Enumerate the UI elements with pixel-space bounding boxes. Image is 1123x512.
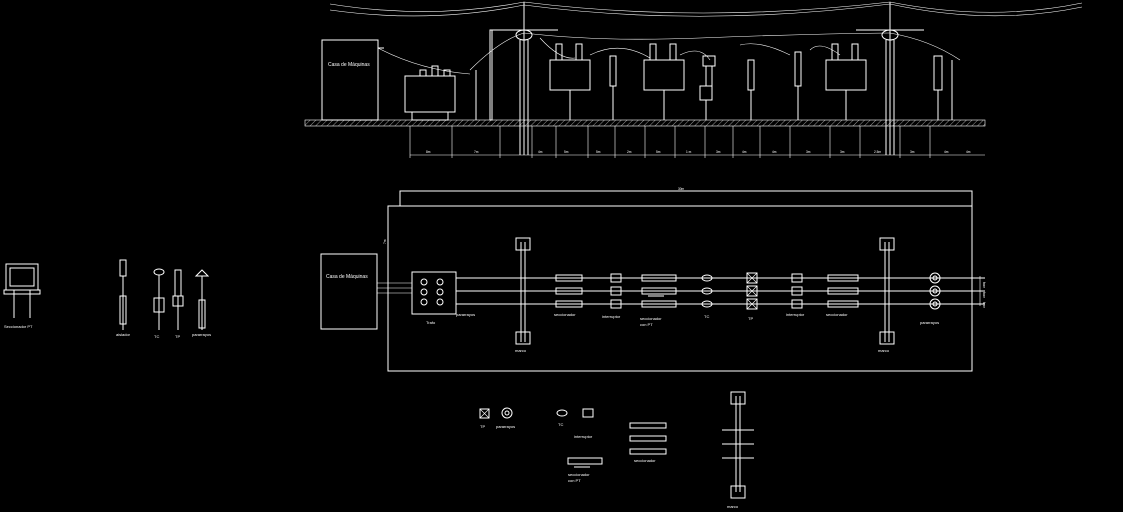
plan-seccionador-pt-1-label: seccionador	[640, 316, 662, 321]
plan-marco-right: marco	[878, 237, 895, 353]
overhead-lines	[329, 1, 1083, 75]
plan-pararrayos-2-label: pararrayos	[920, 320, 939, 325]
plan-trafo-label: Trafo	[426, 320, 436, 325]
legend-tc: TC	[153, 268, 165, 339]
legend-bottom-tp: TP	[479, 408, 490, 429]
plan-top-strip	[399, 190, 973, 207]
plan-house	[320, 253, 378, 330]
plan-pararrayos-1-label: pararrayos	[456, 312, 475, 317]
elev-dim-7: 1 m	[686, 150, 692, 154]
elev-dim-14: 3m	[910, 150, 915, 154]
elev-dim-13: 2.5m	[874, 150, 881, 154]
plan-side-dim: 7m	[383, 239, 387, 244]
elev-dim-12: 3m	[840, 150, 845, 154]
plan-transformer: Trafo	[411, 271, 457, 325]
legend-tc-label: TC	[154, 334, 159, 339]
legend-bottom-seccionador-pt-1-label: seccionador	[568, 472, 590, 477]
elevation-transformer	[404, 65, 456, 121]
plan-phase-labels: fase fase fase	[979, 276, 986, 308]
legend-bottom-interruptor-label: interruptor	[574, 434, 593, 439]
ground-line	[304, 119, 986, 127]
legend-bottom-tc: TC	[556, 409, 568, 427]
legend-bottom-seccionador: seccionador	[629, 422, 667, 463]
elev-dim-0: 8m	[426, 150, 431, 154]
legend-bottom-marco-label: marco	[727, 504, 739, 509]
tower-left	[490, 2, 558, 155]
legend-bottom-tc-label: TC	[558, 422, 563, 427]
legend-bottom: TP pararrayos TC interruptor seccionador…	[479, 391, 754, 509]
legend-aislador: aislador	[116, 259, 131, 337]
elev-dim-15: 4m	[944, 150, 949, 154]
legend-bottom-seccionador-pt: seccionador con PT	[567, 457, 603, 483]
elevation-view: Casa de Máquinas	[304, 1, 1083, 158]
elev-dim-3: 5m	[564, 150, 569, 154]
legend-bottom-pararrayos: pararrayos	[496, 407, 515, 429]
plan-house-label: Casa de Máquinas	[326, 274, 368, 280]
tower-right	[856, 2, 924, 155]
legend-bottom-interruptor: interruptor	[574, 408, 594, 439]
plan-marco-2-label: marco	[878, 348, 890, 353]
phase-label-2: fase	[982, 302, 986, 308]
phase-label-1: fase	[982, 292, 986, 298]
plan-marco-1-label: marco	[515, 348, 527, 353]
phase-label-0: fase	[982, 282, 986, 288]
elev-dim-5: 2m	[627, 150, 632, 154]
elev-dim-6: 5m	[656, 150, 661, 154]
plan-interruptor-2-label: interruptor	[786, 312, 805, 317]
elevation-dimension-row: 8m 7m 4m 5m 5m 2m 5m 1 m 3m 4m 4m 3m 3m …	[409, 126, 985, 158]
legend-bottom-seccionador-label: seccionador	[634, 458, 656, 463]
plan-tc-label: TC	[704, 314, 709, 319]
legend-bottom-seccionador-pt-2-label: con PT	[568, 478, 581, 483]
elev-dim-4: 5m	[596, 150, 601, 154]
legend-tp: TP	[172, 269, 184, 339]
legend-bottom-marco: marco	[722, 391, 754, 509]
elev-dim-1: 7m	[474, 150, 479, 154]
legend-tp-label: TP	[175, 334, 180, 339]
plan-busbars	[456, 277, 985, 305]
plan-overall-dim: 30m	[678, 187, 685, 191]
elevation-house: Casa de Máquinas	[321, 39, 384, 121]
plan-boundary	[387, 205, 973, 372]
legend-left: Seccionador PT aislador TC TP pararrayos	[3, 259, 211, 339]
elev-dim-16: 4m	[966, 150, 971, 154]
legend-bottom-pararrayos-label: pararrayos	[496, 424, 515, 429]
elevation-house-label: Casa de Máquinas	[328, 62, 370, 68]
elev-dim-2: 4m	[538, 150, 543, 154]
legend-seccionador-pt: Seccionador PT	[3, 263, 41, 329]
elev-dim-10: 4m	[772, 150, 777, 154]
plan-interruptor-1-label: interruptor	[602, 314, 621, 319]
legend-pararrayos: pararrayos	[192, 269, 211, 337]
legend-seccionador-pt-label: Seccionador PT	[4, 324, 33, 329]
legend-bottom-tp-label: TP	[480, 424, 485, 429]
legend-aislador-label: aislador	[116, 332, 131, 337]
plan-view: 30m 7m Casa de Máquinas Trafo	[320, 187, 986, 372]
plan-seccionador-pt-2-label: con PT	[640, 322, 653, 327]
elev-dim-9: 4m	[742, 150, 747, 154]
elev-dim-8: 3m	[716, 150, 721, 154]
elevation-equipment	[475, 29, 953, 121]
elev-dim-11: 3m	[806, 150, 811, 154]
plan-marco-left: marco	[515, 237, 531, 353]
plan-seccionador-2-label: seccionador	[826, 312, 848, 317]
plan-labels: pararrayos seccionador interruptor secci…	[456, 312, 939, 327]
legend-pararrayos-label: pararrayos	[192, 332, 211, 337]
plan-equipment-symbols	[555, 272, 941, 310]
plan-seccionador-1-label: seccionador	[554, 312, 576, 317]
plan-tp-label: TP	[748, 316, 753, 321]
